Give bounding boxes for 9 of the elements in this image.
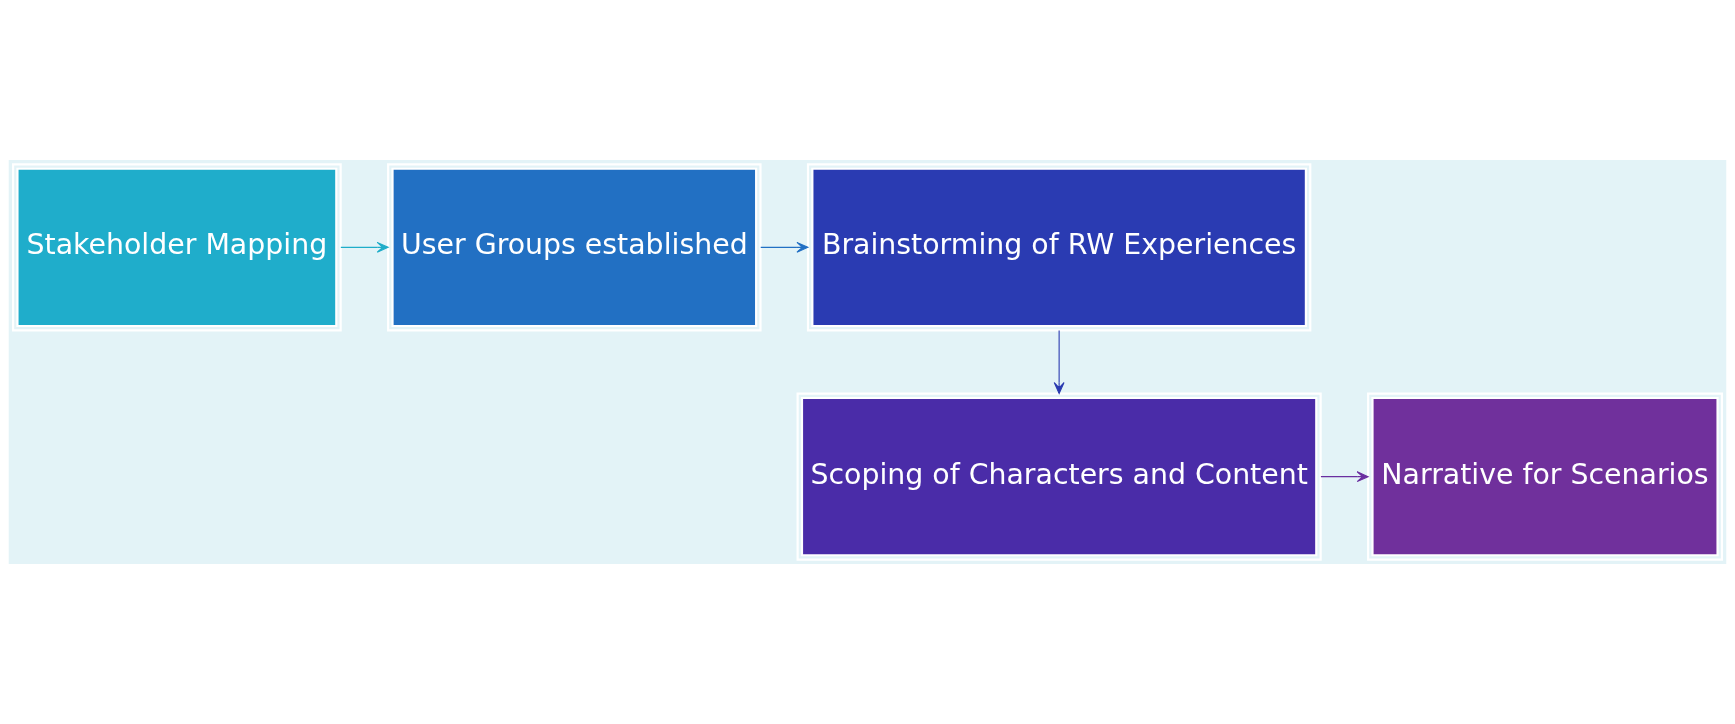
arrow	[760, 241, 809, 253]
node-box: Scoping of Characters and Content	[796, 392, 1322, 561]
arrow	[1320, 471, 1369, 483]
arrow	[1053, 329, 1065, 394]
node-box: Narrative for Scenarios	[1367, 392, 1723, 561]
node-box: User Groups established	[387, 163, 762, 332]
node-box: Stakeholder Mapping	[12, 163, 342, 332]
node-box: Brainstorming of RW Experiences	[806, 163, 1312, 332]
arrow	[340, 241, 389, 253]
